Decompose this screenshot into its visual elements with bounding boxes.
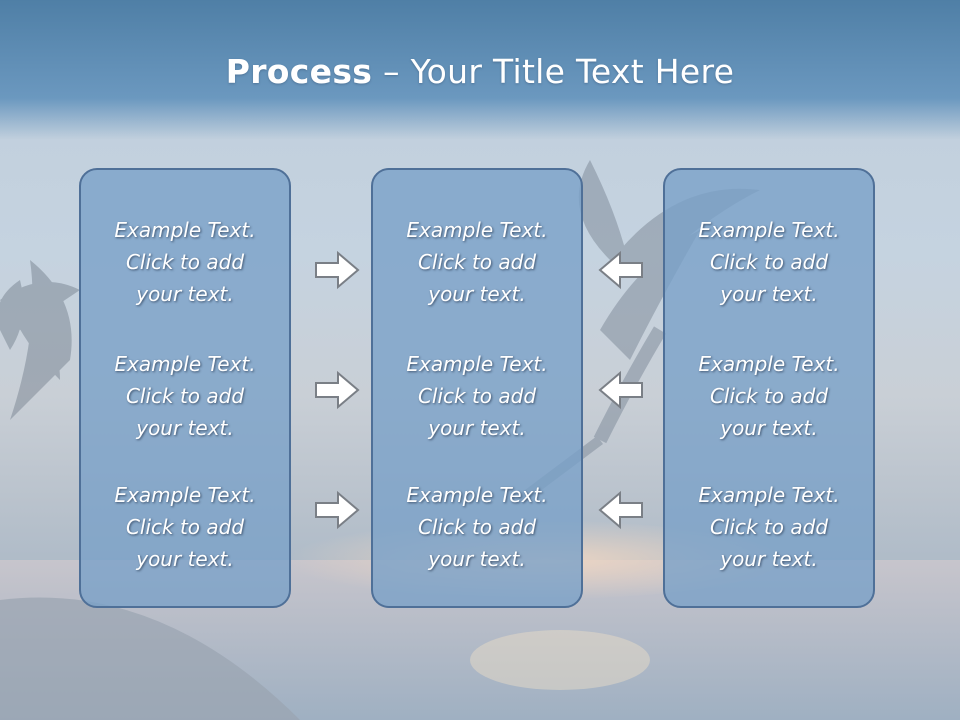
arrow-right-icon[interactable] (314, 490, 360, 530)
text-line: Click to add (417, 515, 537, 539)
arrow-right-icon[interactable] (314, 370, 360, 410)
text-line: Click to add (125, 515, 245, 539)
process-box-left[interactable]: Example Text. Click to add your text. Ex… (79, 168, 291, 608)
text-line: Example Text. (114, 483, 256, 507)
text-line: your text. (428, 547, 526, 571)
text-block[interactable]: Example Text. Click to add your text. (665, 479, 873, 575)
title-rest: – Your Title Text Here (372, 52, 735, 91)
text-block[interactable]: Example Text. Click to add your text. (373, 348, 581, 444)
text-line: your text. (720, 547, 818, 571)
text-line: your text. (720, 282, 818, 306)
arrow-left-icon[interactable] (598, 370, 644, 410)
text-line: Example Text. (406, 218, 548, 242)
text-block[interactable]: Example Text. Click to add your text. (81, 214, 289, 310)
text-line: Click to add (709, 515, 829, 539)
text-line: your text. (720, 416, 818, 440)
text-block[interactable]: Example Text. Click to add your text. (665, 214, 873, 310)
text-line: Example Text. (406, 352, 548, 376)
text-line: your text. (136, 416, 234, 440)
text-line: your text. (136, 547, 234, 571)
text-line: Example Text. (698, 218, 840, 242)
text-line: Click to add (709, 250, 829, 274)
text-line: your text. (136, 282, 234, 306)
arrow-left-icon[interactable] (598, 490, 644, 530)
arrow-right-icon[interactable] (314, 250, 360, 290)
text-line: Example Text. (698, 352, 840, 376)
process-box-middle[interactable]: Example Text. Click to add your text. Ex… (371, 168, 583, 608)
text-line: Click to add (417, 384, 537, 408)
arrow-left-icon[interactable] (598, 250, 644, 290)
text-line: Example Text. (698, 483, 840, 507)
slide-title[interactable]: Process – Your Title Text Here (0, 52, 960, 91)
text-line: Example Text. (406, 483, 548, 507)
text-line: Click to add (125, 250, 245, 274)
text-line: Click to add (417, 250, 537, 274)
title-bold: Process (225, 52, 373, 91)
text-line: your text. (428, 282, 526, 306)
title-band (0, 0, 960, 140)
text-line: your text. (428, 416, 526, 440)
text-block[interactable]: Example Text. Click to add your text. (665, 348, 873, 444)
text-line: Click to add (125, 384, 245, 408)
text-line: Example Text. (114, 352, 256, 376)
text-block[interactable]: Example Text. Click to add your text. (81, 348, 289, 444)
text-line: Click to add (709, 384, 829, 408)
text-block[interactable]: Example Text. Click to add your text. (81, 479, 289, 575)
text-block[interactable]: Example Text. Click to add your text. (373, 214, 581, 310)
process-box-right[interactable]: Example Text. Click to add your text. Ex… (663, 168, 875, 608)
text-block[interactable]: Example Text. Click to add your text. (373, 479, 581, 575)
text-line: Example Text. (114, 218, 256, 242)
